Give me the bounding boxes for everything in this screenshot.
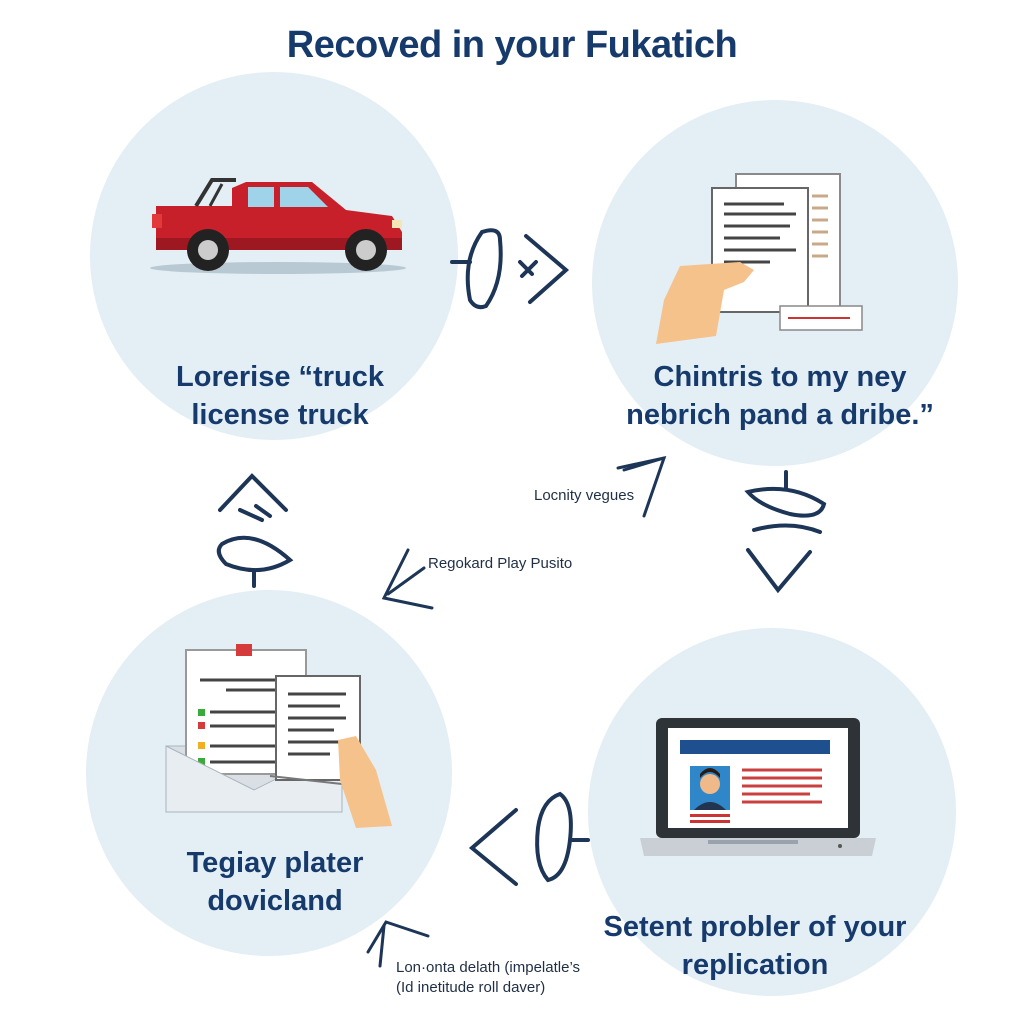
- envelope-documents-icon: [165, 644, 392, 828]
- arrow-envelope-to-truck: [216, 473, 294, 588]
- diagram-title: Recoved in your Fukatich: [286, 24, 738, 66]
- step-label-truck: Lorerise “truck license truck: [176, 361, 384, 431]
- step-label-laptop: Setent probler of your replication: [603, 911, 907, 981]
- arrow-document-to-laptop: [744, 470, 827, 594]
- pointer-arrow-note-1: [616, 455, 667, 518]
- pointer-arrow-note-3: [366, 920, 430, 968]
- step-label-document: Chintris to my ney nebrich pand a dribe.…: [626, 361, 934, 431]
- document-in-hand-icon: [656, 173, 863, 344]
- step-label-envelope: Tegiay plater dovicland: [186, 847, 364, 917]
- step-circle-truck: [90, 72, 458, 440]
- pickup-truck-icon: [150, 178, 406, 274]
- note-locnity: Locnity vegues: [534, 487, 635, 504]
- laptop-profile-icon: [640, 718, 876, 856]
- note-regokard: Regokard Play Pusito: [428, 555, 573, 572]
- arrow-truck-to-document: [450, 228, 570, 310]
- pointer-arrow-note-2: [381, 548, 434, 610]
- note-lononta: Lon·onta delath (impelatle’s (Id inetitu…: [396, 959, 581, 996]
- arrow-laptop-to-envelope: [468, 791, 590, 886]
